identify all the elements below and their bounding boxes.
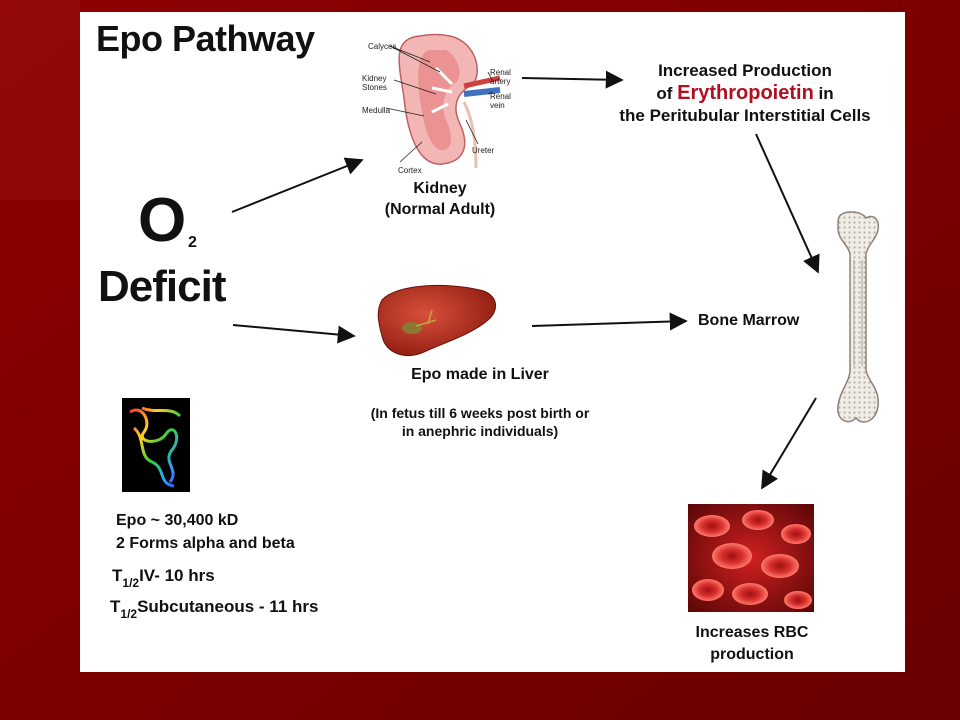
label-renal-artery-2: artery bbox=[490, 77, 511, 86]
rbc-caption-line2: production bbox=[710, 646, 794, 663]
o2-subscript: 2 bbox=[188, 234, 197, 251]
arrow-bone-to-rbc bbox=[761, 397, 817, 490]
label-renal-vein: Renal vein bbox=[490, 92, 511, 110]
half-life-iv: T1/2IV- 10 hrs bbox=[112, 566, 215, 590]
label-kidney-stones-1: Kidney bbox=[362, 74, 387, 83]
epo-protein-structure-image bbox=[122, 398, 190, 492]
half-life-subq-value: Subcutaneous - 11 hrs bbox=[137, 597, 319, 616]
epo-weight: Epo ~ 30,400 kD bbox=[116, 512, 239, 529]
label-cortex: Cortex bbox=[398, 166, 422, 175]
liver-note: (In fetus till 6 weeks post birth or in … bbox=[340, 404, 620, 440]
liver-caption: Epo made in Liver bbox=[411, 366, 549, 383]
production-line1: Increased Production bbox=[658, 61, 832, 80]
o2-letter: O bbox=[138, 186, 187, 255]
deficit-label: Deficit bbox=[98, 262, 226, 311]
arrow-o2-to-kidney bbox=[231, 157, 364, 213]
arrow-liver-to-bone-marrow bbox=[531, 312, 688, 331]
label-kidney-stones-2: Stones bbox=[362, 83, 387, 92]
kidney-caption-line1: Kidney bbox=[413, 180, 467, 197]
kidney-caption-line2: (Normal Adult) bbox=[384, 201, 496, 218]
erythropoietin-highlight: Erythropoietin bbox=[677, 82, 814, 104]
half-life-iv-t: T bbox=[112, 566, 123, 585]
production-line3: the Peritubular Interstitial Cells bbox=[619, 106, 871, 125]
epo-forms: 2 Forms alpha and beta bbox=[116, 535, 295, 552]
label-renal-artery: Renal artery bbox=[490, 68, 511, 86]
half-life-subq-t: T bbox=[110, 597, 121, 616]
label-renal-vein-1: Renal bbox=[490, 92, 511, 101]
label-renal-vein-2: vein bbox=[490, 101, 505, 110]
liver-illustration bbox=[377, 284, 496, 356]
half-life-subq-sub: 1/2 bbox=[120, 607, 138, 621]
page-title: Epo Pathway bbox=[96, 18, 315, 59]
production-line2: of Erythropoietin in bbox=[585, 82, 905, 105]
liver-note-line2: in anephric individuals) bbox=[401, 423, 559, 439]
label-renal-artery-1: Renal bbox=[490, 68, 511, 77]
production-text: Increased Production of Erythropoietin i… bbox=[585, 60, 905, 127]
label-kidney-stones: Kidney Stones bbox=[362, 74, 387, 92]
arrow-o2-to-liver bbox=[232, 324, 356, 344]
label-ureter: Ureter bbox=[472, 146, 495, 155]
half-life-subq: T1/2Subcutaneous - 11 hrs bbox=[110, 597, 318, 621]
production-in: in bbox=[818, 84, 834, 103]
half-life-iv-value: IV- 10 hrs bbox=[139, 566, 215, 585]
kidney-illustration bbox=[385, 33, 501, 169]
label-calyces: Calyces bbox=[368, 42, 397, 51]
bone-marrow-label: Bone Marrow bbox=[698, 312, 800, 329]
arrow-kidney-to-production bbox=[521, 70, 624, 89]
bone-illustration bbox=[837, 211, 880, 423]
production-of: of bbox=[656, 84, 673, 103]
half-life-iv-sub: 1/2 bbox=[122, 576, 140, 590]
o2-symbol: O bbox=[138, 190, 186, 252]
red-blood-cells-image bbox=[688, 504, 814, 612]
rbc-caption-line1: Increases RBC bbox=[695, 624, 809, 641]
label-medulla: Medulla bbox=[362, 106, 391, 115]
rbc-caption: Increases RBC production bbox=[662, 622, 842, 666]
kidney-caption: Kidney (Normal Adult) bbox=[350, 178, 530, 220]
liver-note-line1: (In fetus till 6 weeks post birth or bbox=[370, 405, 590, 421]
arrow-production-to-bone bbox=[755, 133, 820, 274]
